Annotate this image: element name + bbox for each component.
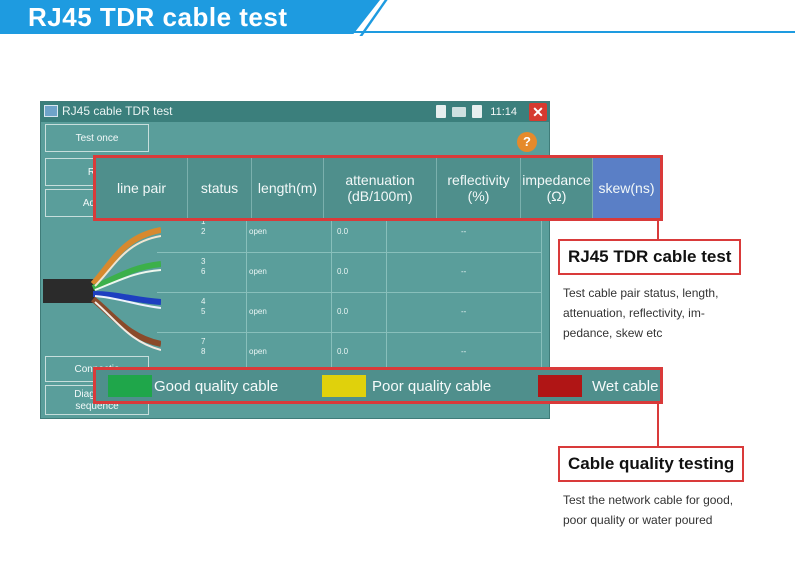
- tdr-desc-line: attenuation, reflectivity, im-: [563, 306, 705, 320]
- connector-line: [657, 221, 659, 243]
- table-header-zoom: line pair status length(m) attenuation (…: [93, 155, 663, 221]
- good-quality-swatch: [108, 375, 152, 397]
- wire-stripe-green: [94, 269, 161, 291]
- grid-divider: [386, 212, 387, 367]
- wire-stripe-orange: [94, 235, 161, 287]
- header-attenuation-label: attenuation: [345, 172, 415, 188]
- header-line-pair: line pair: [96, 158, 188, 218]
- header-skew: skew(ns): [593, 158, 660, 218]
- banner-underline: [345, 31, 795, 33]
- poor-quality-label: Poor quality cable: [372, 378, 492, 395]
- diagram-button-sublabel: sequence: [75, 401, 119, 412]
- close-button[interactable]: ✕: [529, 103, 547, 121]
- banner-background: [0, 0, 380, 34]
- header-attenuation: attenuation (dB/100m): [324, 158, 437, 218]
- battery-icon: [472, 105, 483, 118]
- quality-desc-line: poor quality or water poured: [563, 513, 713, 527]
- page-title: RJ45 TDR cable test: [28, 2, 288, 32]
- pair-reflectivity: --: [461, 347, 467, 356]
- tdr-desc-line: pedance, skew etc: [563, 326, 663, 340]
- header-attenuation-unit: (dB/100m): [347, 188, 413, 204]
- header-status: status: [188, 158, 252, 218]
- quality-desc-line: Test the network cable for good,: [563, 493, 734, 507]
- header-length: length(m): [252, 158, 324, 218]
- wire-pair-orange: [90, 227, 161, 287]
- cable-illustration: [43, 227, 161, 351]
- help-icon[interactable]: ?: [517, 132, 537, 152]
- wire-pair-green: [91, 261, 161, 291]
- pair-status: open: [249, 267, 267, 276]
- pair-status: open: [249, 347, 267, 356]
- header-reflectivity-label: reflectivity: [447, 172, 510, 188]
- quality-legend: Good quality cable Poor quality cable We…: [93, 367, 663, 404]
- status-bar: RJ45 cable TDR test 11:14 ✕: [41, 102, 549, 122]
- good-quality-label: Good quality cable: [154, 378, 279, 395]
- header-banner: RJ45 TDR cable test: [0, 0, 800, 40]
- poor-quality-swatch: [322, 375, 366, 397]
- device-screen: RJ45 cable TDR test 11:14 ✕ Test once Re…: [40, 101, 550, 419]
- header-impedance: impedance (Ω): [521, 158, 593, 218]
- grid-divider: [331, 212, 332, 367]
- wire-stripe-brown: [94, 301, 161, 351]
- pair-status: open: [249, 307, 267, 316]
- pair-attenuation: 0.0: [337, 227, 349, 236]
- wet-cable-label: Wet cable: [592, 378, 659, 395]
- grid-divider: [246, 212, 247, 367]
- status-icons: 11:14: [436, 105, 517, 118]
- sd-card-icon: [436, 105, 447, 118]
- pair-reflectivity: --: [461, 227, 467, 236]
- network-icon: [452, 106, 467, 117]
- wire-pair-brown: [91, 296, 161, 347]
- clock: 11:14: [490, 105, 517, 118]
- app-icon: [44, 105, 58, 117]
- tdr-callout-title: RJ45 TDR cable test: [558, 239, 742, 275]
- pair-attenuation: 0.0: [337, 347, 349, 356]
- wire-pair-blue: [92, 291, 161, 305]
- header-impedance-label: impedance: [522, 172, 591, 188]
- cable-jacket: [43, 279, 95, 303]
- header-reflectivity: reflectivity (%): [437, 158, 521, 218]
- app-title: RJ45 cable TDR test: [62, 104, 173, 118]
- quality-callout-description: Test the network cable for good, poor qu…: [563, 490, 733, 530]
- pair-attenuation: 0.0: [337, 307, 349, 316]
- wet-cable-swatch: [538, 375, 582, 397]
- tdr-callout-description: Test cable pair status, length, attenuat…: [563, 283, 718, 343]
- tdr-desc-line: Test cable pair status, length,: [563, 286, 719, 300]
- pair-reflectivity: --: [461, 267, 467, 276]
- header-impedance-unit: (Ω): [546, 188, 567, 204]
- pair-reflectivity: --: [461, 307, 467, 316]
- test-once-button[interactable]: Test once: [45, 124, 149, 152]
- header-reflectivity-unit: (%): [467, 188, 490, 204]
- connector-line: [657, 404, 659, 446]
- wire-stripe-blue: [94, 295, 161, 309]
- pair-status: open: [249, 227, 267, 236]
- quality-callout-title: Cable quality testing: [558, 446, 745, 482]
- pair-attenuation: 0.0: [337, 267, 349, 276]
- grid-divider: [541, 212, 542, 367]
